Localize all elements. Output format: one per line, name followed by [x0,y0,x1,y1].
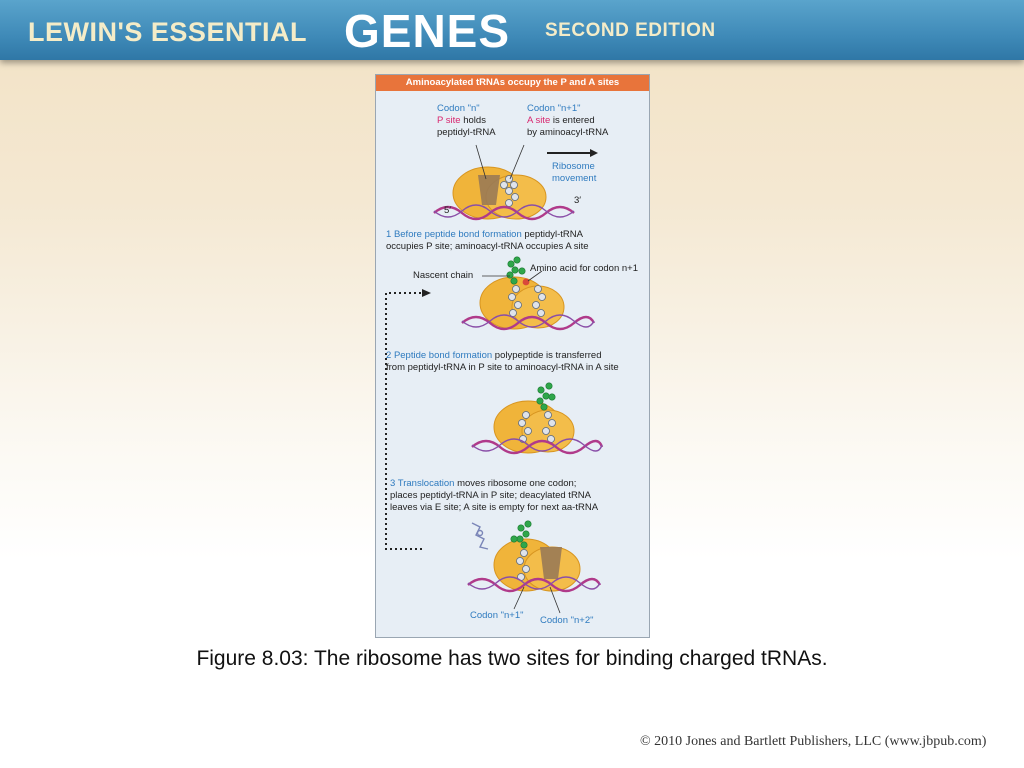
label-nascent-chain: Nascent chain [413,270,474,281]
ribosome-figure: Aminoacylated tRNAs occupy the P and A s… [375,74,650,638]
deacylated-trna [471,522,489,550]
banner-title-main: GENES [344,5,511,57]
figure-caption: Figure 8.03: The ribosome has two sites … [196,647,828,670]
ribosome-top [433,144,598,221]
ribosome-step1 [461,256,596,331]
figure-header: Aminoacylated tRNAs occupy the P and A s… [376,75,649,91]
ribosome-step2 [471,382,604,455]
title-banner: LEWIN'S ESSENTIAL GENES SECOND EDITION [0,0,1024,60]
cycle-arrow [385,289,431,550]
label-amino-acid: Amino acid for codon n+1 [530,263,638,274]
label-ribosome-movement: Ribosome movement [552,161,597,184]
step1-description: 1 Before peptide bond formation peptidyl… [386,229,589,252]
label-codon-n2: Codon "n+2" [540,615,594,626]
label-codon-n1-bottom: Codon "n+1" [470,610,524,621]
banner-title-left: LEWIN'S ESSENTIAL [28,17,307,47]
figure-illustration [385,144,604,614]
step3-description: 3 Translocation moves ribosome one codon… [390,478,599,513]
copyright-notice: © 2010 Jones and Bartlett Publishers, LL… [640,734,987,749]
label-three-prime: 3′ [574,195,582,206]
step2-description: 2 Peptide bond formation polypeptide is … [386,350,619,373]
label-codon-n1: Codon "n+1" A site is entered by aminoac… [527,103,609,138]
label-five-prime: 5′ [444,205,452,216]
banner-edition: SECOND EDITION [545,20,716,41]
ribosome-step3 [467,520,602,614]
label-codon-n: Codon "n" P site holds peptidyl-tRNA [437,103,496,138]
